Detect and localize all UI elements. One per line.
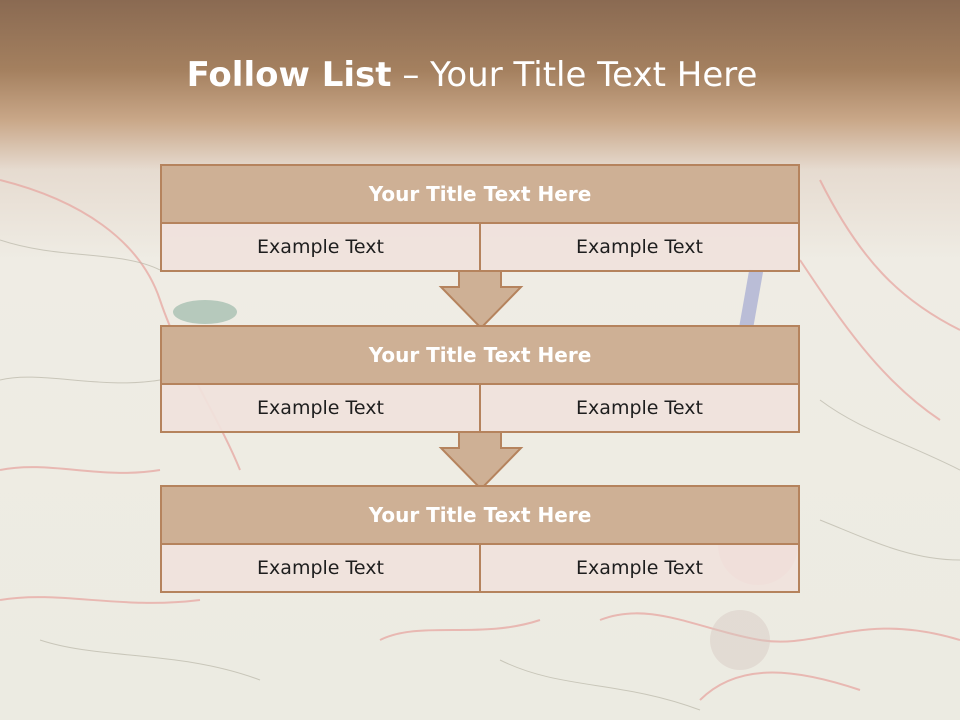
step-block-3: Your Title Text Here Example Text Exampl… bbox=[160, 485, 800, 593]
step-block-title: Your Title Text Here bbox=[162, 327, 798, 385]
step-block-row: Example Text Example Text bbox=[162, 224, 798, 270]
step-block-left-text: Example Text bbox=[257, 236, 384, 258]
slide-title-rest: – Your Title Text Here bbox=[391, 55, 758, 95]
step-block-right-text: Example Text bbox=[479, 385, 798, 431]
step-block-left-text: Example Text bbox=[257, 557, 384, 579]
step-block-right-text: Example Text bbox=[479, 224, 798, 270]
step-block-left-text: Example Text bbox=[257, 397, 384, 419]
step-block-title: Your Title Text Here bbox=[162, 487, 798, 545]
step-block-row: Example Text Example Text bbox=[162, 545, 798, 591]
step-block-title: Your Title Text Here bbox=[162, 166, 798, 224]
step-block-row: Example Text Example Text bbox=[162, 385, 798, 431]
down-arrow-2 bbox=[438, 431, 524, 491]
step-block-1: Your Title Text Here Example Text Exampl… bbox=[160, 164, 800, 272]
down-arrow-1 bbox=[438, 270, 524, 330]
slide-title-bold: Follow List bbox=[186, 55, 392, 95]
slide-title: Follow List – Your Title Text Here bbox=[0, 52, 944, 98]
step-block-right-text: Example Text bbox=[479, 545, 798, 591]
step-block-2: Your Title Text Here Example Text Exampl… bbox=[160, 325, 800, 433]
